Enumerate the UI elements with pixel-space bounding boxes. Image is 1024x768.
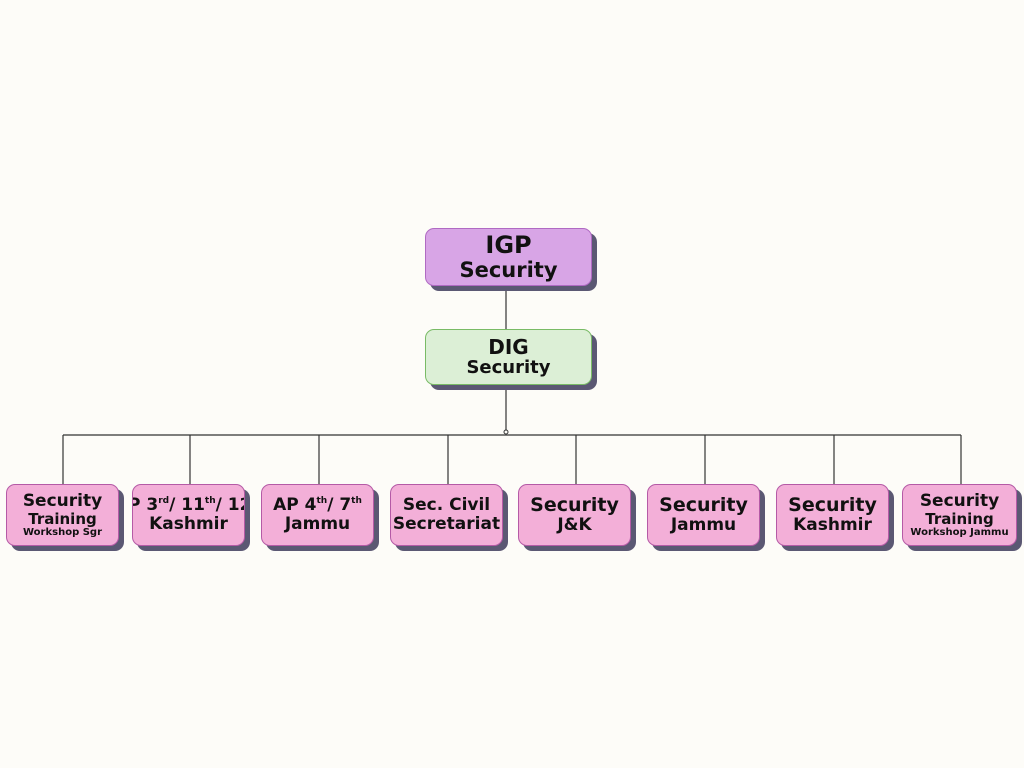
unit-sec-civil-secretariat: Sec. Civil Secretariat xyxy=(390,484,503,546)
unit-security-kashmir: Security Kashmir xyxy=(776,484,889,546)
igp-title: IGP xyxy=(485,231,532,260)
unit-security-jk: Security J&K xyxy=(518,484,631,546)
unit-security-training-workshop-sgr: Security Training Workshop Sgr xyxy=(6,484,119,546)
unit-8-line2: Training xyxy=(925,509,994,528)
unit-6-line1: Security xyxy=(659,494,748,517)
unit-6-line2: Jammu xyxy=(670,515,737,536)
junction-dot xyxy=(503,429,509,435)
unit-ap-3-11-12-kashmir: AP 3rd/ 11th/ 12th Kashmir xyxy=(132,484,245,546)
igp-subtitle: Security xyxy=(459,257,558,282)
unit-1-line2: Training xyxy=(28,509,97,528)
unit-2-line1: AP 3rd/ 11th/ 12th xyxy=(133,495,244,516)
unit-7-line2: Kashmir xyxy=(793,515,872,536)
unit-7-line1: Security xyxy=(788,494,877,517)
unit-5-line1: Security xyxy=(530,494,619,517)
unit-2-line2: Kashmir xyxy=(149,514,228,534)
dig-security-node: DIG Security xyxy=(425,329,592,385)
unit-security-jammu: Security Jammu xyxy=(647,484,760,546)
unit-1-line1: Security xyxy=(22,490,103,511)
unit-8-line1: Security xyxy=(919,490,1000,511)
unit-security-training-workshop-jammu: Security Training Workshop Jammu xyxy=(902,484,1017,546)
unit-5-line2: J&K xyxy=(557,515,592,536)
unit-1-line3: Workshop Sgr xyxy=(23,527,102,539)
unit-3-line2: Jammu xyxy=(284,514,351,534)
dig-title: DIG xyxy=(488,335,529,360)
unit-4-line2: Secretariat xyxy=(392,514,501,534)
unit-4-line1: Sec. Civil xyxy=(402,495,491,516)
unit-3-line1: AP 4th/ 7th xyxy=(273,495,362,516)
dig-subtitle: Security xyxy=(466,357,551,379)
igp-security-node: IGP Security xyxy=(425,228,592,286)
unit-ap-4-7-jammu: AP 4th/ 7th Jammu xyxy=(261,484,374,546)
unit-8-line3: Workshop Jammu xyxy=(910,527,1009,539)
